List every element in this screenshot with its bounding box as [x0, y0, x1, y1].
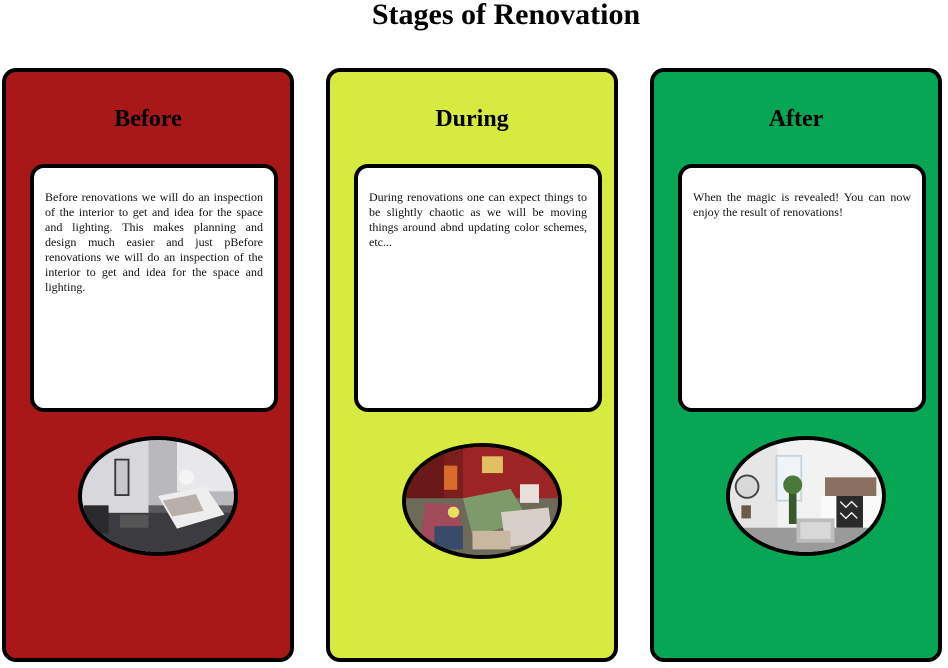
during-room-photo: [402, 443, 562, 559]
stage-description-after: When the magic is revealed! You can now …: [693, 190, 911, 219]
stage-panel-during: During During renovations one can expect…: [326, 68, 618, 662]
after-room-photo: [726, 436, 886, 556]
stage-heading-during: During: [435, 106, 509, 132]
stage-panel-after: After When the magic is revealed! You ca…: [650, 68, 942, 662]
stage-description-card-during: During renovations one can expect things…: [354, 164, 602, 412]
stage-heading-after: After: [768, 106, 824, 132]
stage-heading-before: Before: [114, 106, 182, 132]
stage-description-card-before: Before renovations we will do an inspect…: [30, 164, 278, 412]
stage-panel-before: Before Before renovations we will do an …: [2, 68, 294, 662]
page-title: Stages of Renovation: [371, 0, 641, 31]
stage-description-during: During renovations one can expect things…: [369, 190, 587, 249]
stage-description-before: Before renovations we will do an inspect…: [45, 190, 263, 294]
before-room-photo: [78, 436, 238, 556]
stage-description-card-after: When the magic is revealed! You can now …: [678, 164, 926, 412]
